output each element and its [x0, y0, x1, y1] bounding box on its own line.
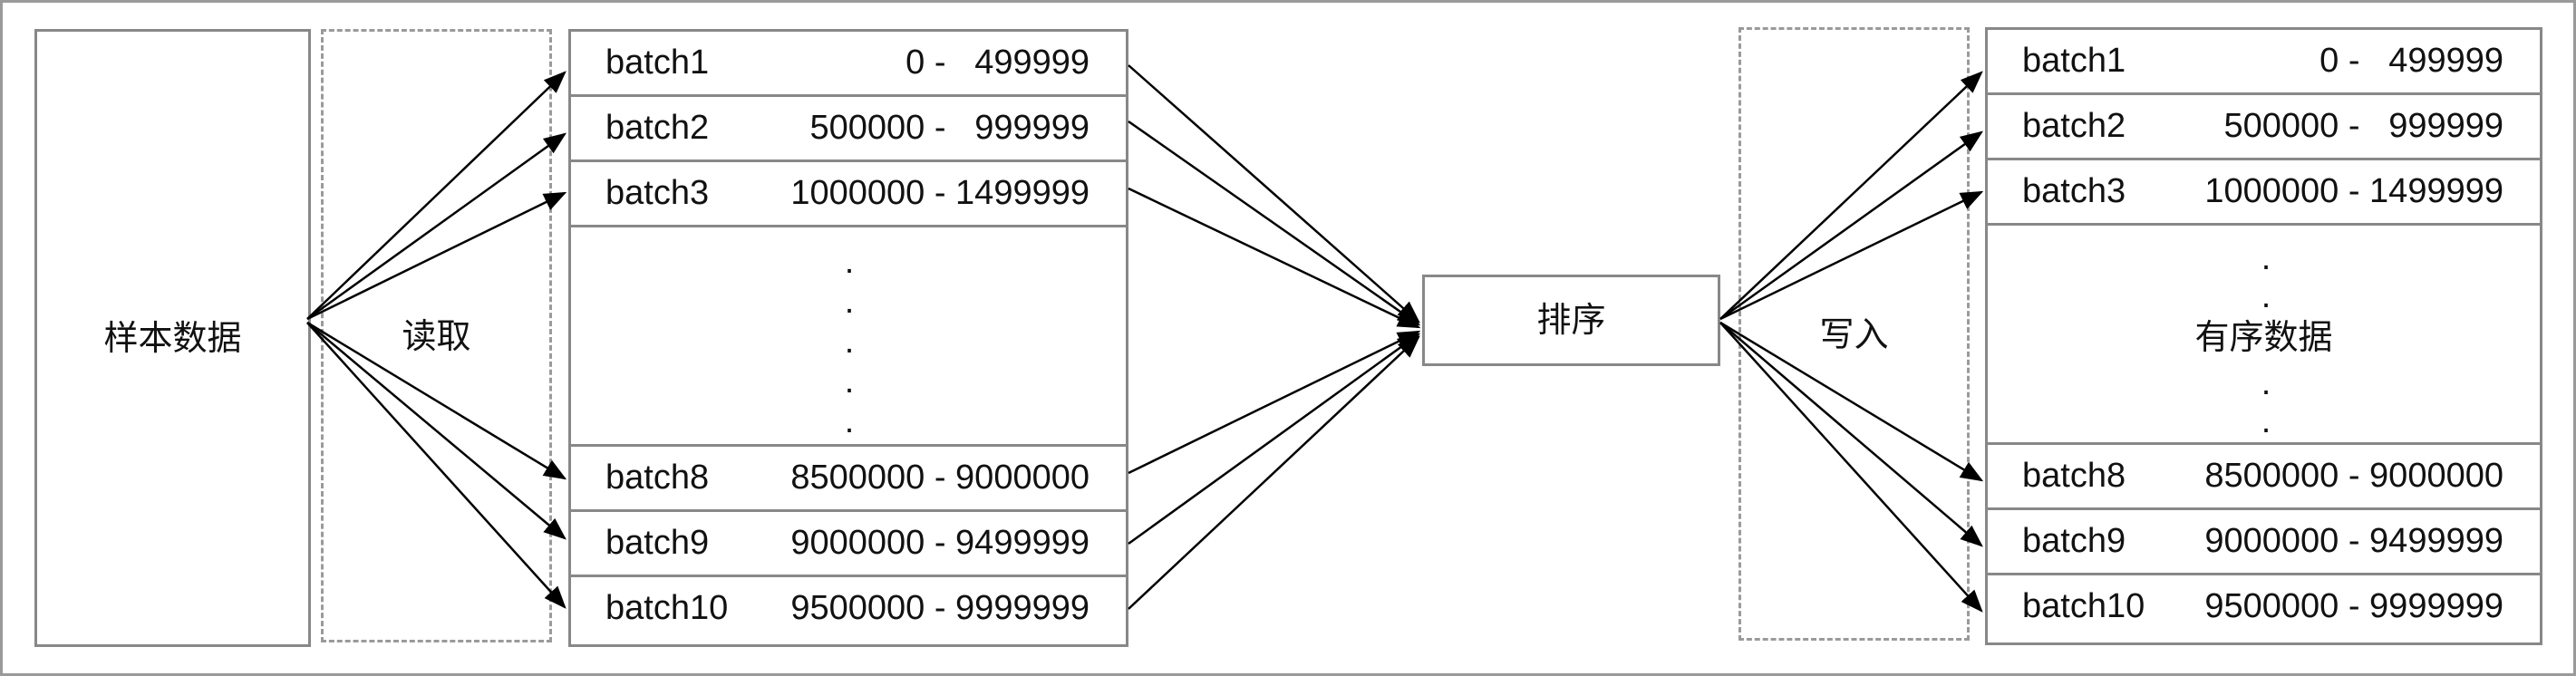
output-batch-row: batch8 8500000 - 9000000 [1988, 445, 2540, 510]
output-batches-table: batch1 0 - 499999 batch2 500000 - 999999… [1985, 27, 2542, 645]
batch-range: 8500000 - 9000000 [2204, 457, 2503, 495]
batch-range: 9500000 - 9999999 [790, 589, 1089, 627]
input-batch-row: batch1 0 - 499999 [571, 32, 1126, 97]
input-batch-row: batch8 8500000 - 9000000 [571, 447, 1126, 512]
batch-name: batch1 [2022, 42, 2126, 80]
ellipsis-dot: . [2261, 402, 2271, 440]
output-batch-row: batch2 500000 - 999999 [1988, 95, 2540, 160]
batch-range: 9500000 - 9999999 [2204, 587, 2503, 625]
read-stage-label: 读取 [402, 318, 471, 356]
batch-name: batch10 [2022, 587, 2145, 625]
batch-name: batch8 [605, 459, 710, 497]
batch-name: batch2 [2022, 107, 2126, 145]
batch-name: batch10 [605, 589, 729, 627]
batch-range: 1000000 - 1499999 [790, 174, 1089, 212]
batch-name: batch3 [605, 174, 710, 212]
batch-range: 9000000 - 9499999 [790, 524, 1089, 562]
source-data-label: 样本数据 [103, 320, 242, 358]
sort-box: 排序 [1422, 275, 1720, 366]
read-stage-box: 读取 [321, 29, 552, 642]
sort-label: 排序 [1536, 302, 1606, 340]
batch-range: 500000 - 999999 [809, 109, 1090, 147]
batch-name: batch1 [605, 43, 710, 82]
output-batch-row: batch9 9000000 - 9499999 [1988, 510, 2540, 575]
ellipsis-block: . . . . . [571, 227, 1126, 447]
sorted-data-block: . . 有序数据 . . [1988, 226, 2540, 445]
batch-range: 500000 - 999999 [2223, 107, 2504, 145]
batch-range: 0 - 499999 [905, 43, 1089, 82]
ellipsis-dot: . [2261, 364, 2271, 402]
write-stage-box: 写入 [1738, 27, 1970, 641]
batch-range: 0 - 499999 [2319, 42, 2503, 80]
batch-range: 9000000 - 9499999 [2204, 522, 2503, 560]
ellipsis-dot: . [2261, 277, 2271, 315]
batch-name: batch8 [2022, 457, 2126, 495]
batch-name: batch3 [2022, 172, 2126, 210]
output-batch-row: batch10 9500000 - 9999999 [1988, 575, 2540, 641]
input-batch-row: batch9 9000000 - 9499999 [571, 512, 1126, 577]
input-batch-row: batch3 1000000 - 1499999 [571, 162, 1126, 227]
ellipsis-dot: . [2261, 239, 2271, 277]
output-batch-row: batch1 0 - 499999 [1988, 30, 2540, 95]
sorted-data-label: 有序数据 [2194, 319, 2333, 357]
ellipsis-dot: . [844, 402, 855, 440]
ellipsis-dot: . [844, 283, 855, 321]
ellipsis-dot: . [844, 323, 855, 361]
write-stage-label: 写入 [1819, 316, 1889, 354]
input-batches-table: batch1 0 - 499999 batch2 500000 - 999999… [568, 29, 1128, 647]
batch-name: batch9 [2022, 522, 2126, 560]
ellipsis-dot: . [844, 243, 855, 281]
ellipsis-dot: . [844, 362, 855, 401]
batch-range: 8500000 - 9000000 [790, 459, 1089, 497]
batch-range: 1000000 - 1499999 [2204, 172, 2503, 210]
batch-name: batch9 [605, 524, 710, 562]
source-data-box: 样本数据 [34, 29, 311, 647]
input-batch-row: batch2 500000 - 999999 [571, 97, 1126, 162]
input-batch-row: batch10 9500000 - 9999999 [571, 577, 1126, 642]
batch-name: batch2 [605, 109, 710, 147]
output-batch-row: batch3 1000000 - 1499999 [1988, 160, 2540, 226]
